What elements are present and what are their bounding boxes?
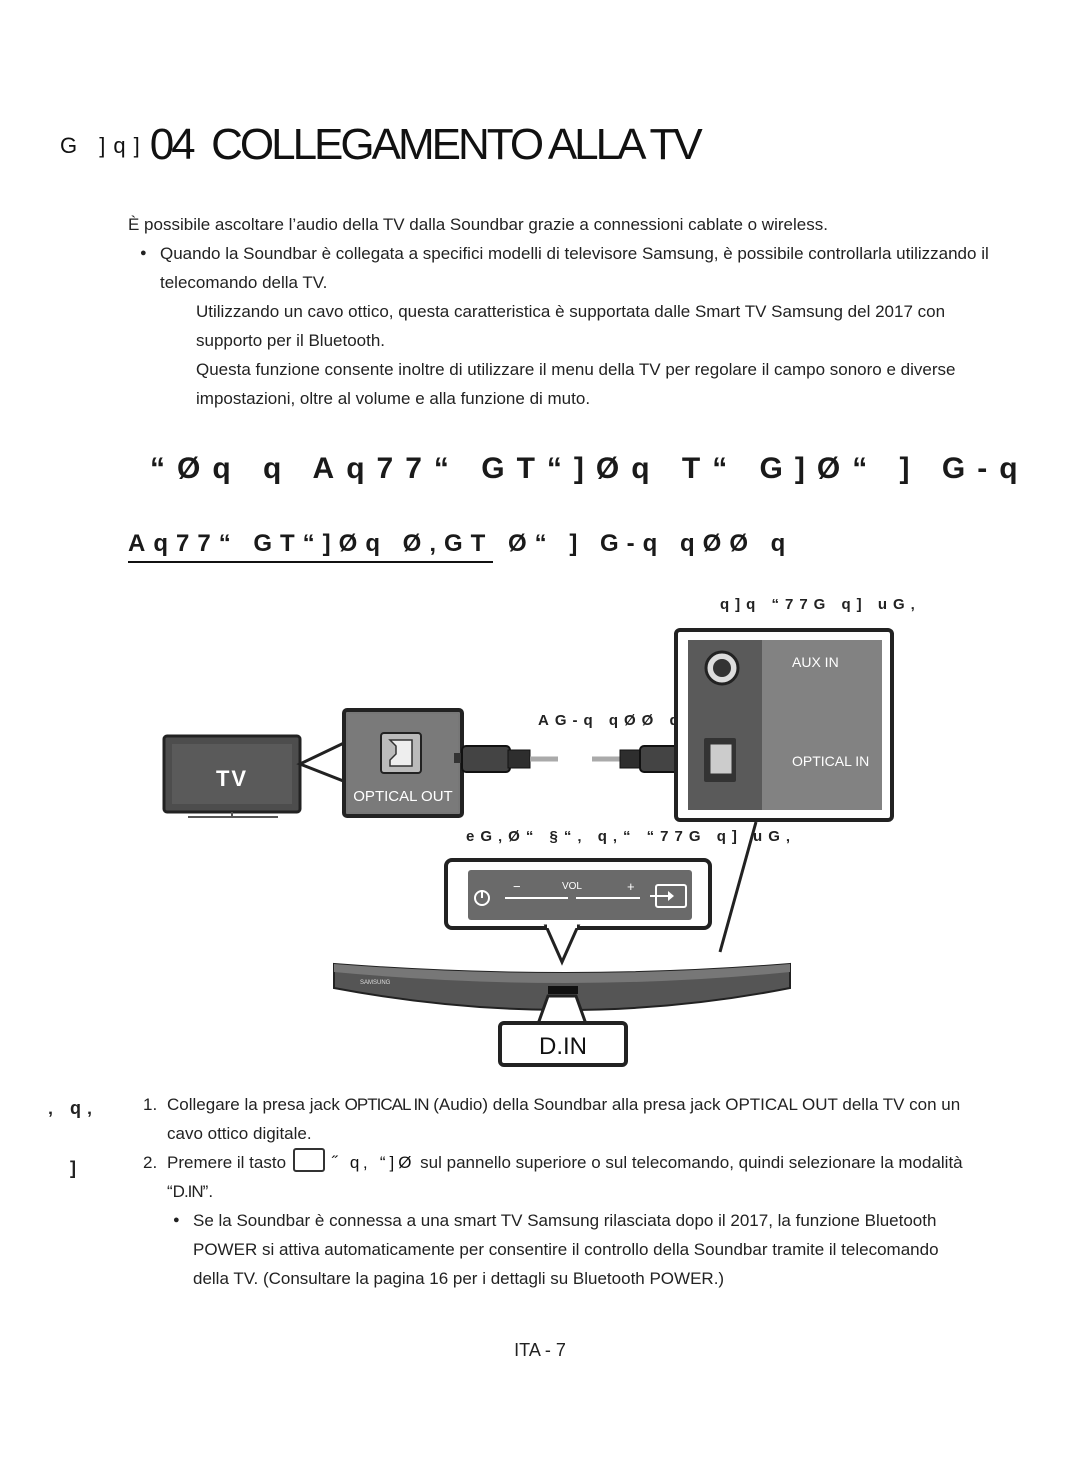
subsection-underline [128,561,493,563]
display-box: D.IN [498,1021,628,1067]
chapter-heading: COLLEGAMENTO ALLA TV [211,120,703,169]
label-optical-cable: AG-q qØØ q [538,712,685,729]
intro-bullet: Quando la Soundbar è collegata a specifi… [128,239,1008,297]
step-1-text-pre: Collegare la presa jack [167,1095,345,1114]
margin-mark-2: ] [70,1158,82,1178]
chapter-number: 04 [149,120,196,169]
step-2-text-pre: Premere il tasto [167,1153,291,1172]
step-2: 2. Premere il tasto ˝ q‚ “]Ø sul pannell… [143,1148,963,1206]
step-1-text-post: (Audio) della Soundbar alla presa jack O… [167,1095,961,1143]
top-panel-controls: − VOL + [444,858,712,930]
label-rear-panel: q]q “77G q] uG‚ [720,596,921,613]
optical-cable [454,745,696,773]
steps-list: 1. Collegare la presa jack OPTICAL IN (A… [143,1090,963,1293]
optical-in-label: OPTICAL IN [792,753,869,769]
intro-paragraph: È possibile ascoltare l’audio della TV d… [128,215,828,234]
optical-out-label: OPTICAL OUT [353,788,452,805]
label-top-panel: eG‚Ø“ §“‚ q‚“ “77G q] uG‚ [466,828,797,845]
chapter-title: G ]q]04 COLLEGAMENTO ALLA TV [60,120,703,170]
step-2-button-name: ˝ q‚ “]Ø [331,1153,416,1172]
connection-diagram: TV OPTICAL OUT AUX IN OPTICAL IN [162,628,894,1067]
step-2-note: Se la Soundbar è connessa a una smart TV… [143,1206,963,1293]
vol-plus: + [627,879,635,894]
tv-optical-panel: OPTICAL OUT [342,708,464,818]
section-heading: “Øq q Aq77“ GT“]Øq T“ G]Ø“ ] G-q [150,452,1030,485]
display-mode: D.IN [539,1033,587,1060]
step-2-number: 2. [143,1153,158,1172]
tv-label: TV [216,766,248,791]
soundbar-brand: SAMSUNG [360,980,391,986]
step-1-number: 1. [143,1095,158,1114]
step-1-optical-in: OPTICAL IN [344,1095,430,1114]
step-2-text-mid: sul pannello superiore o sul telecomando… [167,1153,963,1201]
aux-in-label: AUX IN [792,654,839,670]
step-2-mode: D.IN [172,1182,204,1201]
subsection-heading: Aq77“ GT“]Øq Ø‚GT Ø“ ] G-q qØØ q [128,530,794,557]
intro-block: È possibile ascoltare l’audio della TV d… [128,210,1008,413]
chapter-prefix: G ]q] [60,133,148,158]
tv-illustration: TV [162,734,302,818]
step-1: 1. Collegare la presa jack OPTICAL IN (A… [143,1090,963,1148]
intro-note-2: Questa funzione consente inoltre di util… [196,360,956,408]
vol-minus: − [513,879,521,894]
intro-note-1: Utilizzando un cavo ottico, questa carat… [196,302,946,350]
soundbar-illustration: SAMSUNG [333,962,791,1011]
margin-mark-1: ‚ q‚ [48,1098,98,1118]
step-2-text-post: ”. [202,1182,214,1201]
soundbar-rear-panel: AUX IN OPTICAL IN [674,628,894,822]
page-number: ITA - 7 [514,1340,566,1360]
vol-label: VOL [562,881,582,892]
source-icon [292,1148,325,1172]
